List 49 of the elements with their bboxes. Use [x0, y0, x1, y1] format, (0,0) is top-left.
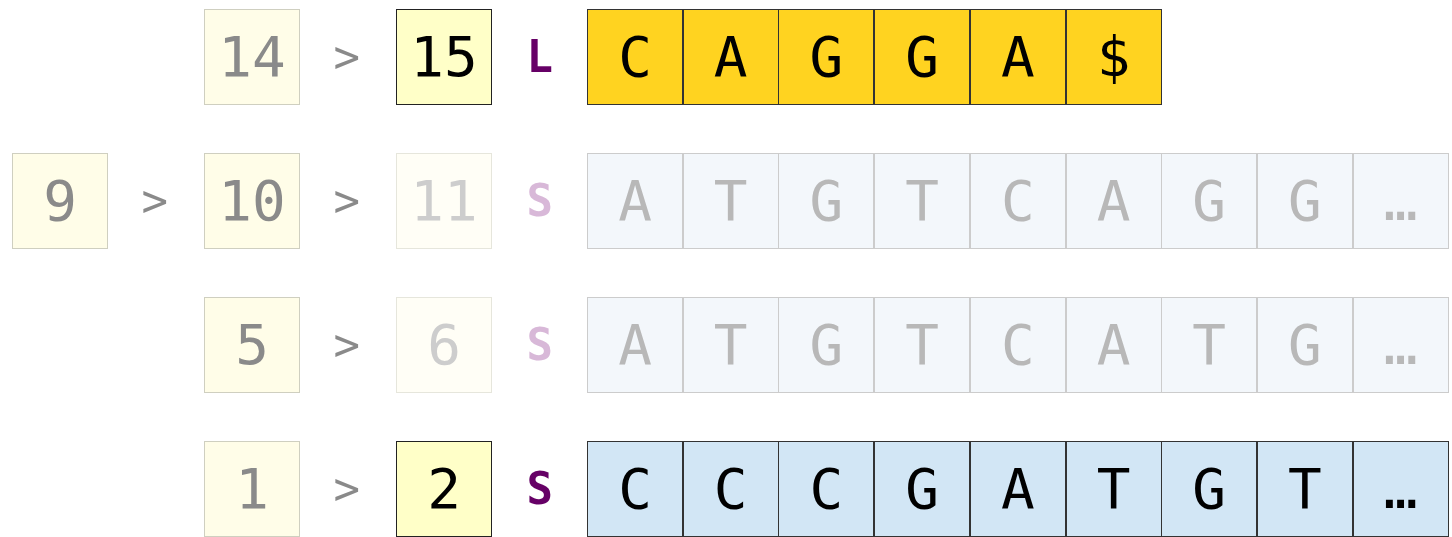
- greater-than-sign: >: [333, 179, 360, 223]
- character-tile: C: [587, 9, 683, 105]
- character-tile: …: [1352, 441, 1449, 537]
- greater-than-sign: >: [333, 35, 360, 79]
- character-tile: G: [778, 153, 875, 249]
- index-box: 2: [396, 441, 492, 537]
- character-tile: T: [874, 297, 971, 393]
- character-tile: …: [1352, 297, 1449, 393]
- character-tile: T: [682, 153, 779, 249]
- index-box: 1: [204, 441, 300, 537]
- type-letter: L: [526, 35, 553, 79]
- character-tile: G: [874, 441, 971, 537]
- character-tile: A: [969, 441, 1066, 537]
- index-box: 15: [396, 9, 492, 105]
- character-tile: $: [1065, 9, 1162, 105]
- character-tile: A: [587, 297, 683, 393]
- character-tile: G: [1256, 297, 1353, 393]
- character-tile: C: [969, 153, 1066, 249]
- character-tile: T: [1065, 441, 1162, 537]
- greater-than-sign: >: [141, 179, 168, 223]
- character-tile: G: [778, 9, 875, 105]
- character-tile: T: [1161, 297, 1258, 393]
- character-tile: G: [778, 297, 875, 393]
- index-box: 14: [204, 9, 300, 105]
- character-tile: A: [969, 9, 1066, 105]
- character-tile: A: [1065, 297, 1162, 393]
- character-tile: A: [1065, 153, 1162, 249]
- index-box: 10: [204, 153, 300, 249]
- greater-than-sign: >: [333, 323, 360, 367]
- index-box: 5: [204, 297, 300, 393]
- character-tile: G: [874, 9, 971, 105]
- character-tile: G: [1256, 153, 1353, 249]
- greater-than-sign: >: [333, 467, 360, 511]
- character-tile: G: [1161, 441, 1258, 537]
- character-tile: T: [682, 297, 779, 393]
- character-tile: C: [969, 297, 1066, 393]
- type-letter: S: [526, 179, 553, 223]
- character-tile: G: [1161, 153, 1258, 249]
- character-tile: T: [1256, 441, 1353, 537]
- index-box: 9: [12, 153, 108, 249]
- character-tile: A: [587, 153, 683, 249]
- character-tile: A: [682, 9, 779, 105]
- character-tile: …: [1352, 153, 1449, 249]
- character-tile: T: [874, 153, 971, 249]
- type-letter: S: [526, 323, 553, 367]
- character-tile: C: [587, 441, 683, 537]
- character-tile: C: [778, 441, 875, 537]
- character-tile: C: [682, 441, 779, 537]
- type-letter: S: [526, 467, 553, 511]
